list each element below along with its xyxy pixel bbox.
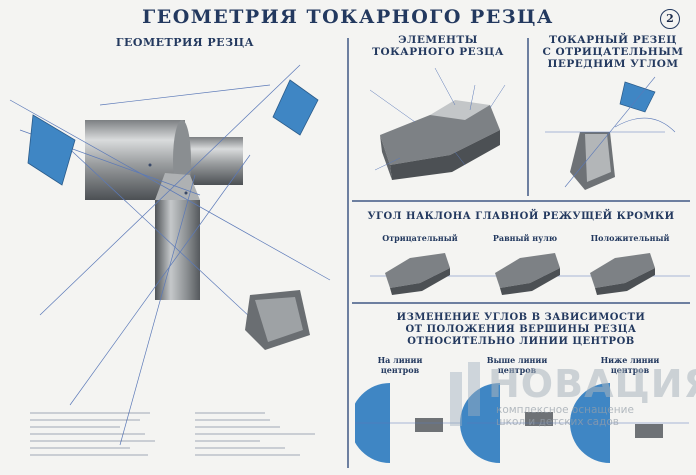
watermark-line2: школ и детских садов [496,416,619,428]
negative-rake-title-line3: ПЕРЕДНИМ УГЛОМ [547,58,679,70]
height-title-line1: ИЗМЕНЕНИЕ УГЛОВ В ЗАВИСИМОСТИ [396,312,646,323]
height-title-line3: ОТНОСИТЕЛЬНО ЛИНИИ ЦЕНТРОВ [407,336,635,347]
inclination-diagrams [370,253,690,295]
inclination-section-title: УГОЛ НАКЛОНА ГЛАВНОЙ РЕЖУЩЕЙ КРОМКИ [367,211,675,222]
height-label-above-center: Выше линии центров [472,355,562,375]
cutter-elements-diagram [369,67,506,180]
inclination-cutter-positive [590,253,655,295]
negative-rake-title-line1: ТОКАРНЫЙ РЕЗЕЦ [549,34,677,46]
inclination-label-zero: Равный нулю [492,233,558,243]
watermark-name: НОВАЦИЯ [488,362,696,406]
divider-middle [352,302,690,304]
inclination-label-positive: Положительный [590,233,670,243]
height-diagrams [355,383,689,463]
height-label-above-center-line2: центров [497,365,537,375]
height-label-on-center: На линии центров [360,355,440,375]
height-diagram-on-center [355,383,465,463]
divider-top [352,200,690,202]
negative-rake-diagram [545,76,676,190]
negative-rake-title-line2: С ОТРИЦАТЕЛЬНЫМ [542,46,684,58]
section-blue-right [272,79,319,136]
vertical-divider [347,38,349,468]
watermark-line1: комплексное оснащение [496,404,634,416]
height-diagram-above-center [460,383,577,463]
cutter-shank [155,200,200,300]
left-section-title: ГЕОМЕТРИЯ РЕЗЦА [115,36,255,49]
legend-text-block [30,412,315,456]
elements-title-line1: ЭЛЕМЕНТЫ [398,34,478,46]
inclination-cutter-negative [385,253,450,295]
elements-section-title: ЭЛЕМЕНТЫ ТОКАРНОГО РЕЗЦА [352,34,524,58]
watermark-subtitle: комплексное оснащение школ и детских сад… [496,404,696,428]
inclination-label-negative: Отрицательный [382,233,458,243]
inclination-cutter-zero [495,253,560,295]
section-blue-left [27,114,76,186]
cutter-geometry-diagram [9,64,331,446]
page-title: ГЕОМЕТРИЯ ТОКАРНОГО РЕЗЦА [142,6,554,28]
height-title-line2: ОТ ПОЛОЖЕНИЯ ВЕРШИНЫ РЕЗЦА [405,324,637,335]
height-diagram-below-center [570,383,689,463]
height-section-title: ИЗМЕНЕНИЕ УГЛОВ В ЗАВИСИМОСТИ ОТ ПОЛОЖЕН… [352,312,690,348]
height-label-below-center-line1: Ниже линии [600,355,660,365]
height-label-on-center-line2: центров [380,365,420,375]
watermark-logo-icon [450,362,480,426]
height-label-on-center-line1: На линии [377,355,423,365]
height-label-below-center-line2: центров [610,365,650,375]
divider-elements-negative [527,38,529,196]
elements-title-line2: ТОКАРНОГО РЕЗЦА [372,46,504,58]
height-label-above-center-line1: Выше линии [486,355,548,365]
sheet-number-badge: 2 [660,9,680,29]
negative-rake-section-title: ТОКАРНЫЙ РЕЗЕЦ С ОТРИЦАТЕЛЬНЫМ ПЕРЕДНИМ … [530,34,696,70]
height-label-below-center: Ниже линии центров [585,355,675,375]
